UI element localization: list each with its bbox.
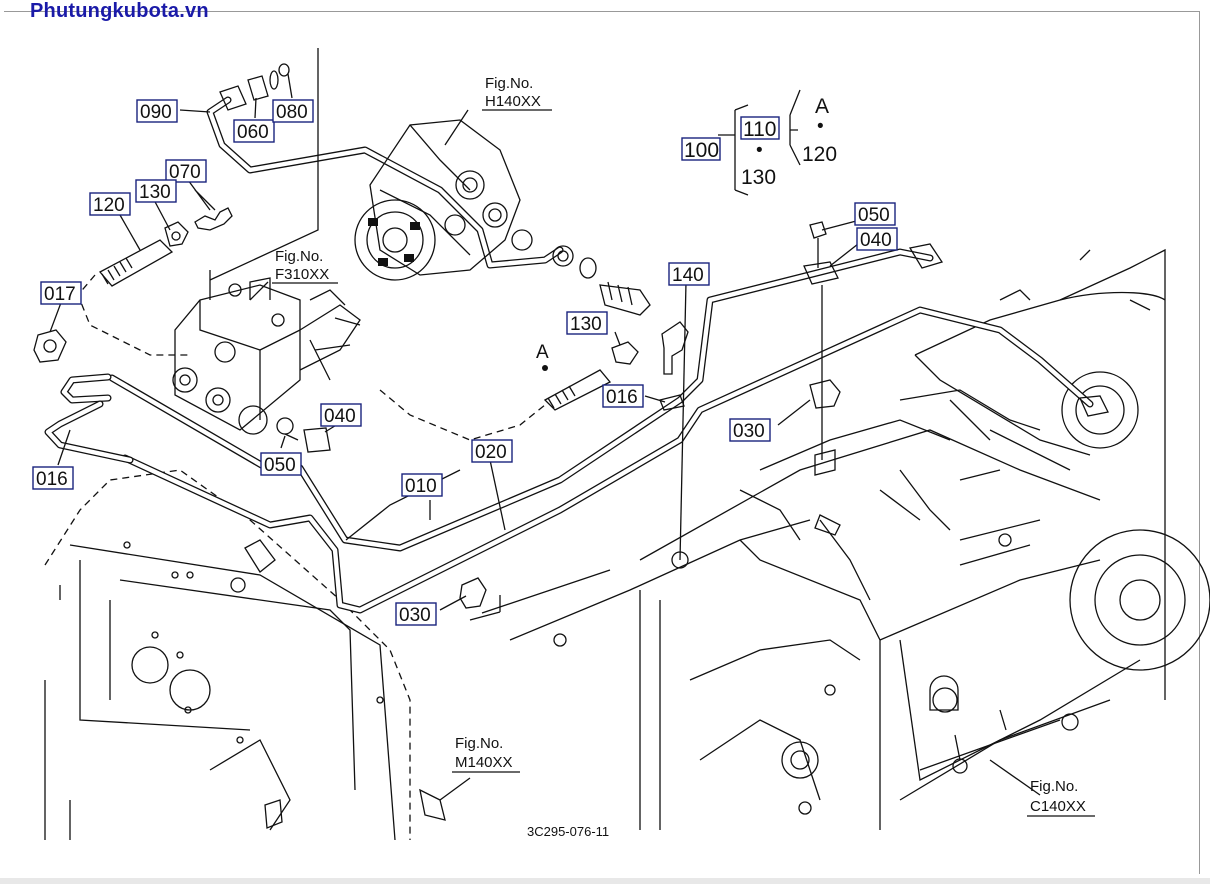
svg-text:C140XX: C140XX — [1030, 798, 1086, 815]
part-number: 050 — [264, 455, 296, 476]
part-label-017: 017 — [40, 281, 82, 305]
part-label-050: 050 — [854, 202, 896, 226]
part-number: 040 — [860, 230, 892, 251]
diagram-frame — [4, 11, 1200, 874]
fig-ref-m140: Fig.No. M140XX — [452, 735, 520, 773]
front-frame — [44, 469, 446, 841]
bracket-legend: 100 110 • 130 A • 120 — [681, 95, 837, 189]
part-label-050: 050 — [260, 452, 302, 476]
fittings — [33, 63, 1109, 801]
valve-block — [172, 48, 361, 435]
part-number: 060 — [237, 122, 269, 143]
fig-ref-h140: Fig.No. H140XX — [482, 75, 552, 111]
part-number: 130 — [139, 182, 171, 203]
drawing-code: 3C295-076-11 — [527, 824, 609, 839]
svg-text:Fig.No.: Fig.No. — [485, 75, 533, 92]
svg-text:Fig.No.: Fig.No. — [1030, 778, 1078, 795]
part-number: 140 — [672, 265, 704, 286]
bottom-bar — [0, 878, 1210, 884]
svg-text:F310XX: F310XX — [275, 266, 329, 283]
part-number: 020 — [475, 442, 507, 463]
part-label-130: 130 — [135, 179, 177, 203]
part-number: 050 — [858, 205, 890, 226]
part-label-040: 040 — [856, 227, 898, 251]
part-label-060: 060 — [233, 119, 275, 143]
svg-text:H140XX: H140XX — [485, 93, 541, 110]
marker-a: A — [536, 342, 549, 363]
part-number: 070 — [169, 162, 201, 183]
part-number: 120 — [93, 195, 125, 216]
part-number: 040 — [324, 406, 356, 427]
dashed-hose-a — [379, 389, 546, 441]
part-number: 016 — [36, 469, 68, 490]
hydraulic-pump — [354, 119, 651, 316]
part-label-120: 120 — [89, 192, 131, 216]
fig-ref-c140: Fig.No. C140XX — [1027, 778, 1095, 817]
part-label-070: 070 — [165, 159, 207, 183]
svg-text:M140XX: M140XX — [455, 754, 513, 771]
svg-text:130: 130 — [741, 166, 776, 189]
svg-text:•: • — [817, 116, 824, 137]
svg-text:•: • — [756, 140, 763, 161]
part-label-130: 130 — [566, 311, 608, 335]
part-label-090: 090 — [136, 99, 178, 123]
part-label-040: 040 — [320, 403, 362, 427]
part-label-layer: 0900600800701301200170160500400100200301… — [32, 99, 898, 626]
part-label-016: 016 — [32, 466, 74, 490]
part-number: 080 — [276, 102, 308, 123]
svg-text:100: 100 — [684, 139, 719, 162]
svg-text:110: 110 — [743, 118, 776, 141]
svg-text:Fig.No.: Fig.No. — [455, 735, 503, 752]
dashed-hose — [77, 274, 190, 356]
svg-text:Fig.No.: Fig.No. — [275, 248, 323, 265]
part-number: 030 — [733, 421, 765, 442]
svg-text:120: 120 — [802, 143, 837, 166]
part-label-030: 030 — [729, 418, 771, 442]
fig-ref-f310: Fig.No. F310XX — [272, 248, 338, 284]
part-label-080: 080 — [272, 99, 314, 123]
transmission-housing — [509, 248, 1210, 830]
part-number: 010 — [405, 476, 437, 497]
part-label-020: 020 — [471, 439, 513, 463]
part-label-030: 030 — [395, 602, 437, 626]
part-number: 016 — [606, 387, 638, 408]
part-number: 130 — [570, 314, 602, 335]
part-number: 090 — [140, 102, 172, 123]
watermark: Phutungkubota.vn — [30, 0, 209, 22]
part-number: 030 — [399, 605, 431, 626]
part-label-010: 010 — [401, 473, 443, 497]
part-number: 017 — [44, 284, 76, 305]
svg-text:A: A — [815, 95, 829, 118]
part-label-140: 140 — [668, 262, 710, 286]
part-label-016: 016 — [602, 384, 644, 408]
